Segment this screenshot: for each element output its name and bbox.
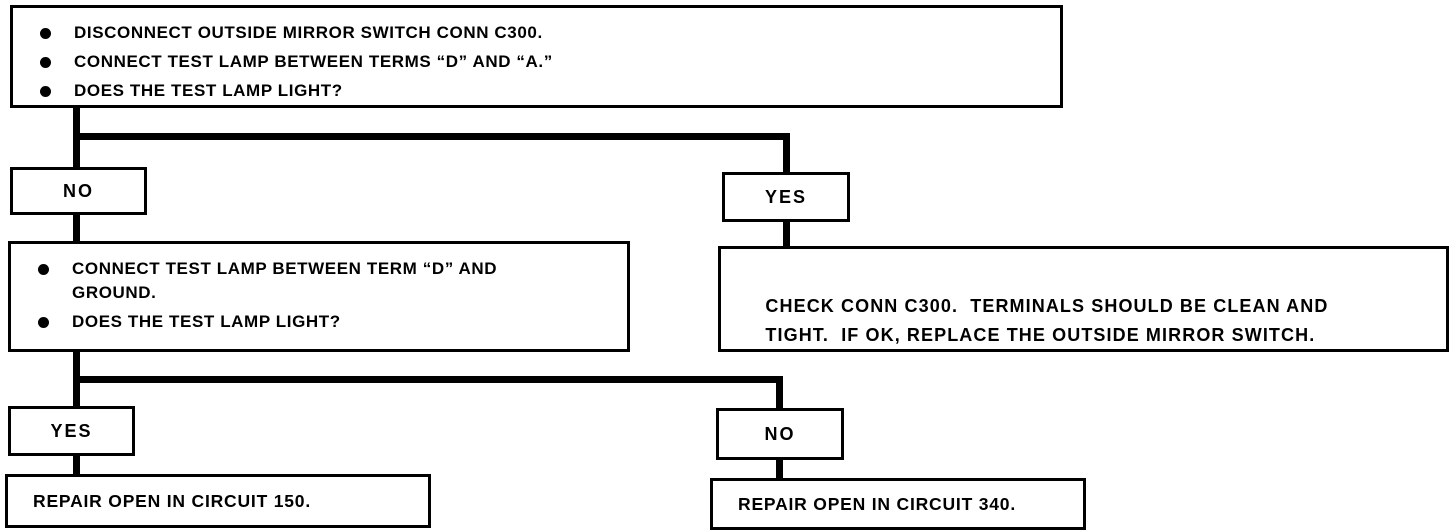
connector-branch2-horizontal	[73, 376, 783, 383]
bullet-icon	[40, 86, 51, 97]
bullet-item: DOES THE TEST LAMP LIGHT?	[40, 79, 1050, 103]
yes-branch-box-2: YES	[8, 406, 135, 456]
yes-path-step-box: CHECK CONN C300. TERMINALS SHOULD BE CLE…	[718, 246, 1449, 352]
connector-no1-drop	[73, 213, 80, 244]
no-path-step-box: CONNECT TEST LAMP BETWEEN TERM “D” AND G…	[8, 241, 630, 352]
bullet-icon	[40, 57, 51, 68]
connector-branch1-yes-drop	[783, 133, 790, 175]
yes-branch-box-1: YES	[722, 172, 850, 222]
connector-yes2-drop	[73, 454, 80, 477]
step-text: CHECK CONN C300. TERMINALS SHOULD BE CLE…	[765, 296, 1335, 345]
connector-no2-drop	[776, 458, 783, 481]
bullet-icon	[40, 28, 51, 39]
bullet-text: DISCONNECT OUTSIDE MIRROR SWITCH CONN C3…	[74, 23, 543, 42]
bullet-item: CONNECT TEST LAMP BETWEEN TERMS “D” AND …	[40, 50, 1050, 74]
connector-branch1-horizontal	[73, 133, 790, 140]
connector-branch2-no-drop	[776, 376, 783, 411]
bullet-item: DOES THE TEST LAMP LIGHT?	[38, 310, 617, 334]
start-box: DISCONNECT OUTSIDE MIRROR SWITCH CONN C3…	[10, 5, 1063, 108]
bullet-text: CONNECT TEST LAMP BETWEEN TERMS “D” AND …	[74, 52, 553, 71]
connector-yes1-drop	[783, 220, 790, 249]
no-branch-box-1: NO	[10, 167, 147, 215]
bullet-icon	[38, 264, 49, 275]
no-branch-box-2: NO	[716, 408, 844, 460]
bullet-icon	[38, 317, 49, 328]
repair-circuit-340-box: REPAIR OPEN IN CIRCUIT 340.	[710, 478, 1086, 530]
repair-circuit-150-box: REPAIR OPEN IN CIRCUIT 150.	[5, 474, 431, 528]
bullet-item: CONNECT TEST LAMP BETWEEN TERM “D” AND G…	[38, 257, 617, 305]
bullet-text: DOES THE TEST LAMP LIGHT?	[72, 312, 341, 331]
bullet-text: CONNECT TEST LAMP BETWEEN TERM “D” AND G…	[72, 259, 498, 302]
bullet-text: DOES THE TEST LAMP LIGHT?	[74, 81, 343, 100]
bullet-item: DISCONNECT OUTSIDE MIRROR SWITCH CONN C3…	[40, 21, 1050, 45]
